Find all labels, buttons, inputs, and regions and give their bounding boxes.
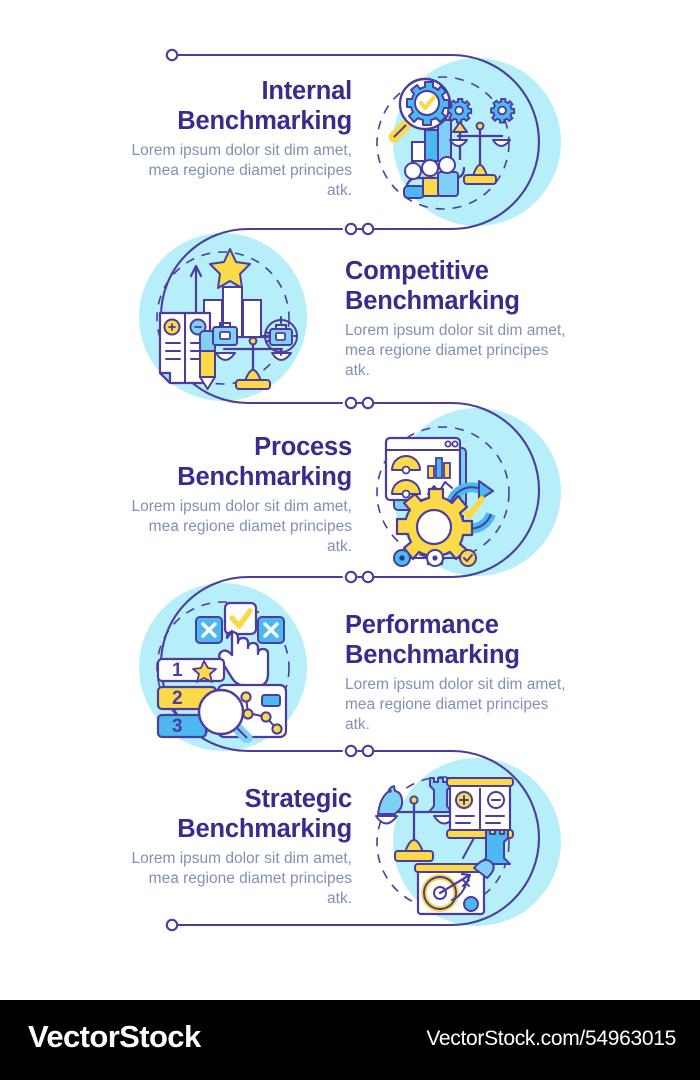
section-4-text: Performance Benchmarking Lorem ipsum dol…	[345, 610, 577, 736]
section-3-text: Process Benchmarking Lorem ipsum dolor s…	[120, 432, 352, 558]
section-2-text: Competitive Benchmarking Lorem ipsum dol…	[345, 256, 577, 382]
connector-node-start	[165, 48, 179, 62]
section-4-title: Performance Benchmarking	[345, 611, 520, 670]
illustration-process-benchmarking	[376, 426, 510, 567]
watermark-footer: VectorStock VectorStock.com/54963015	[0, 1000, 700, 1080]
svg-text:3: 3	[172, 716, 183, 737]
vectorstock-url: VectorStock.com/54963015	[426, 1027, 676, 1050]
connector-node-2-end	[344, 396, 358, 410]
connector-node-4-end	[344, 744, 358, 758]
section-4-description: Lorem ipsum dolor sit dim amet, mea regi…	[345, 676, 566, 734]
illustration-internal-benchmarking	[376, 76, 516, 210]
section-2-description: Lorem ipsum dolor sit dim amet, mea regi…	[345, 322, 566, 380]
connector-node-3-end	[344, 570, 358, 584]
infographic-canvas: 1 2 3	[120, 48, 577, 932]
svg-text:2: 2	[172, 688, 183, 709]
section-3-description: Lorem ipsum dolor sit dim amet, mea regi…	[131, 498, 352, 556]
illustration-competitive-benchmarking	[156, 248, 298, 390]
section-5-description: Lorem ipsum dolor sit dim amet, mea regi…	[131, 850, 352, 908]
section-3-title: Process Benchmarking	[177, 433, 352, 492]
connector-node-5-start	[361, 744, 375, 758]
connector-node-2-start	[361, 222, 375, 236]
connector-node-3-start	[361, 396, 375, 410]
connector-node-4-start	[361, 570, 375, 584]
section-1-description: Lorem ipsum dolor sit dim amet, mea regi…	[131, 142, 352, 200]
vectorstock-logo: VectorStock	[28, 1019, 201, 1054]
section-2-title: Competitive Benchmarking	[345, 257, 520, 316]
section-5-text: Strategic Benchmarking Lorem ipsum dolor…	[120, 784, 352, 910]
illustration-strategic-benchmarking	[375, 776, 514, 916]
section-1-title: Internal Benchmarking	[177, 77, 352, 136]
connector-node-end	[165, 918, 179, 932]
section-5-title: Strategic Benchmarking	[177, 785, 352, 844]
connector-node-1-end	[344, 222, 358, 236]
section-1-text: Internal Benchmarking Lorem ipsum dolor …	[120, 76, 352, 202]
svg-text:1: 1	[172, 660, 183, 681]
illustration-performance-benchmarking: 1 2 3	[156, 601, 290, 743]
